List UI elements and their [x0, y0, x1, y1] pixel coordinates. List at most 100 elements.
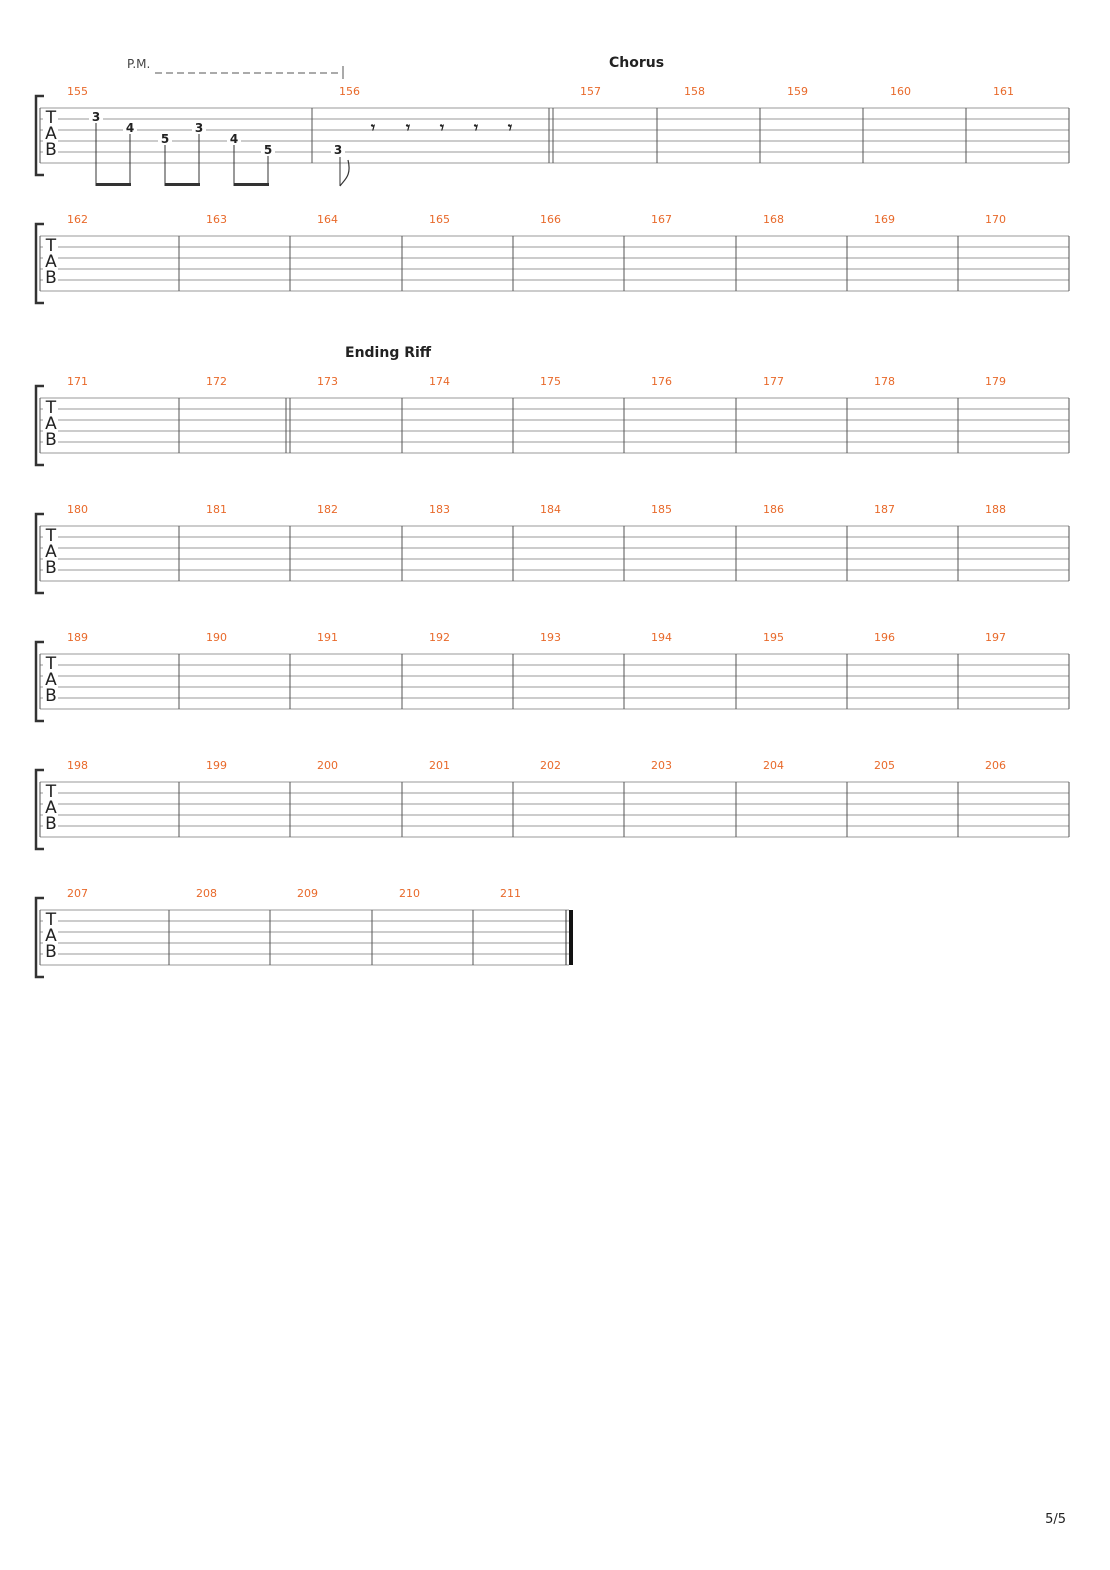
tab-letter: T	[45, 526, 57, 546]
eighth-rest: 𝄾	[507, 118, 513, 137]
measure-number: 183	[429, 503, 450, 516]
measure-number: 160	[890, 85, 911, 98]
measure-number: 186	[763, 503, 784, 516]
system-bracket	[34, 512, 44, 595]
measure-number: 210	[399, 887, 420, 900]
measure-number: 155	[67, 85, 88, 98]
section-chorus: Chorus	[609, 55, 664, 71]
tab-letter: B	[45, 268, 57, 288]
tab-letter: T	[45, 654, 57, 674]
tab-letter: A	[45, 798, 57, 818]
measure-number: 196	[874, 631, 895, 644]
measure-155-notes: 3 4 5 3 4 5	[89, 110, 275, 186]
measure-number: 172	[206, 375, 227, 388]
measure-number: 166	[540, 213, 561, 226]
measure-number: 161	[993, 85, 1014, 98]
measure-number: 173	[317, 375, 338, 388]
measure-number: 167	[651, 213, 672, 226]
measure-number: 180	[67, 503, 88, 516]
tab-letter: A	[45, 542, 57, 562]
measure-number: 182	[317, 503, 338, 516]
tab-letter: T	[45, 910, 57, 930]
measure-number: 207	[67, 887, 88, 900]
measure-number: 156	[339, 85, 360, 98]
measure-number: 190	[206, 631, 227, 644]
system-bracket	[34, 384, 44, 467]
measure-number: 197	[985, 631, 1006, 644]
tab-letter: B	[45, 942, 57, 962]
fret-number: 5	[161, 132, 169, 146]
measure-number: 184	[540, 503, 561, 516]
palm-mute-label: P.M.	[127, 57, 150, 71]
measure-number: 163	[206, 213, 227, 226]
system-bracket	[34, 640, 44, 723]
measure-number: 165	[429, 213, 450, 226]
fret-number: 4	[126, 121, 134, 135]
tab-letter: B	[45, 430, 57, 450]
page-number: 5/5	[1045, 1512, 1066, 1527]
measure-number: 162	[67, 213, 88, 226]
measure-number: 209	[297, 887, 318, 900]
measure-number: 205	[874, 759, 895, 772]
measure-number: 206	[985, 759, 1006, 772]
measure-number: 192	[429, 631, 450, 644]
measure-number: 157	[580, 85, 601, 98]
tab-letter: B	[45, 686, 57, 706]
system-bracket	[34, 94, 44, 177]
measure-number: 175	[540, 375, 561, 388]
system-bracket	[34, 222, 44, 305]
measure-number: 202	[540, 759, 561, 772]
measure-number: 187	[874, 503, 895, 516]
fret-number: 3	[92, 110, 100, 124]
measure-number: 198	[67, 759, 88, 772]
measure-number: 171	[67, 375, 88, 388]
eighth-rest: 𝄾	[405, 118, 411, 137]
measure-number: 174	[429, 375, 450, 388]
measure-number: 169	[874, 213, 895, 226]
measure-number: 179	[985, 375, 1006, 388]
fret-number: 3	[334, 143, 342, 157]
eighth-rest: 𝄾	[370, 118, 376, 137]
measure-number: 164	[317, 213, 338, 226]
eighth-rests: 𝄾 𝄾 𝄾 𝄾 𝄾	[370, 118, 513, 137]
measure-number: 181	[206, 503, 227, 516]
measure-number: 201	[429, 759, 450, 772]
measure-number: 158	[684, 85, 705, 98]
eighth-rest: 𝄾	[439, 118, 445, 137]
tab-letter: T	[45, 398, 57, 418]
measure-number: 191	[317, 631, 338, 644]
fret-number: 5	[264, 143, 272, 157]
measure-number: 193	[540, 631, 561, 644]
tab-letter: B	[45, 558, 57, 578]
note-stems	[95, 123, 269, 186]
eighth-rest: 𝄾	[473, 118, 479, 137]
measure-number: 204	[763, 759, 784, 772]
section-ending-riff: Ending Riff	[345, 345, 432, 361]
tab-letter: A	[45, 670, 57, 690]
tab-letter: T	[45, 782, 57, 802]
tab-letter: B	[45, 814, 57, 834]
tab-letter: A	[45, 252, 57, 272]
measure-number: 176	[651, 375, 672, 388]
system-bracket	[34, 896, 44, 979]
measure-number: 189	[67, 631, 88, 644]
measure-number: 203	[651, 759, 672, 772]
measure-number: 188	[985, 503, 1006, 516]
tab-letter: A	[45, 124, 57, 144]
fret-number: 4	[230, 132, 238, 146]
measure-number: 208	[196, 887, 217, 900]
tab-letter: B	[45, 140, 57, 160]
fret-number: 3	[195, 121, 203, 135]
tab-letter: T	[45, 236, 57, 256]
note-beams	[96, 183, 269, 186]
tab-letter: A	[45, 414, 57, 434]
measure-number: 159	[787, 85, 808, 98]
